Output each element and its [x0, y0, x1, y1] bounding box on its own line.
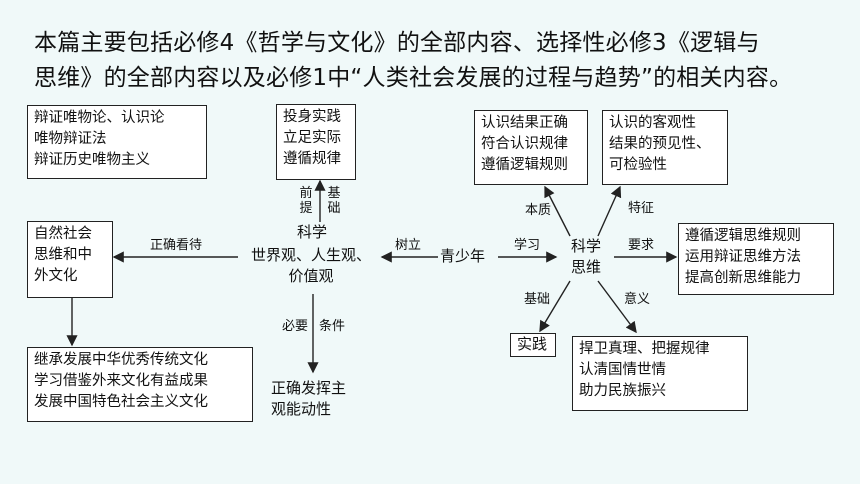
intro-line-1: 本篇主要包括必修4《哲学与文化》的全部内容、选择性必修3《逻辑与	[34, 30, 760, 56]
node-scientific-thinking: 科学 思维	[570, 237, 601, 276]
box-nature-society: 自然社会 思维和中 外文化	[27, 221, 113, 298]
label-premise: 前提	[299, 186, 313, 216]
label-condition: 条件	[319, 319, 346, 334]
label-essence: 本质	[525, 203, 552, 218]
box-culture-development: 继承发展中华优秀传统文化 学习借鉴外来文化有益成果 发展中国特色社会主义文化	[27, 347, 253, 422]
label-correct-view: 正确看待	[150, 238, 203, 253]
box-dialectical-materialism: 辩证唯物论、认识论 唯物辩证法 辩证历史唯物主义	[27, 105, 207, 179]
node-worldview: 世界观、人生观、 价值观	[250, 246, 371, 285]
arrow-meaning	[597, 280, 637, 334]
node-youth: 青少年	[440, 247, 486, 265]
box-essence: 认识结果正确 符合认识规律 遵循逻辑规则	[474, 110, 588, 185]
label-basis-center: 基础	[327, 186, 341, 216]
box-practice: 实践	[510, 333, 556, 357]
arrow-practice	[539, 280, 571, 333]
label-basis-right: 基础	[524, 292, 551, 307]
arrow-essence	[544, 185, 571, 237]
label-meaning: 意义	[624, 292, 651, 307]
label-feature: 特征	[628, 201, 655, 216]
box-meaning: 捍卫真理、把握规律 认清国情世情 助力民族振兴	[572, 336, 748, 411]
box-feature: 认识的客观性 结果的预见性、 可检验性	[602, 110, 728, 185]
label-learn: 学习	[514, 238, 541, 253]
label-necessary: 必要	[282, 319, 309, 334]
node-science: 科学	[297, 223, 328, 241]
box-practice-reality: 投身实践 立足实际 遵循规律	[276, 104, 356, 180]
label-requirement: 要求	[628, 238, 655, 253]
arrow-feature	[597, 185, 622, 237]
label-establish: 树立	[395, 238, 422, 253]
node-initiative: 正确发挥主 观能动性	[271, 379, 347, 418]
box-requirement: 遵循逻辑思维规则 运用辩证思维方法 提高创新思维能力	[678, 223, 834, 295]
intro-paragraph: 本篇主要包括必修4《哲学与文化》的全部内容、选择性必修3《逻辑与 思维》的全部内…	[34, 26, 834, 96]
intro-line-2: 思维》的全部内容以及必修1中“人类社会发展的过程与趋势”的相关内容。	[34, 65, 793, 91]
